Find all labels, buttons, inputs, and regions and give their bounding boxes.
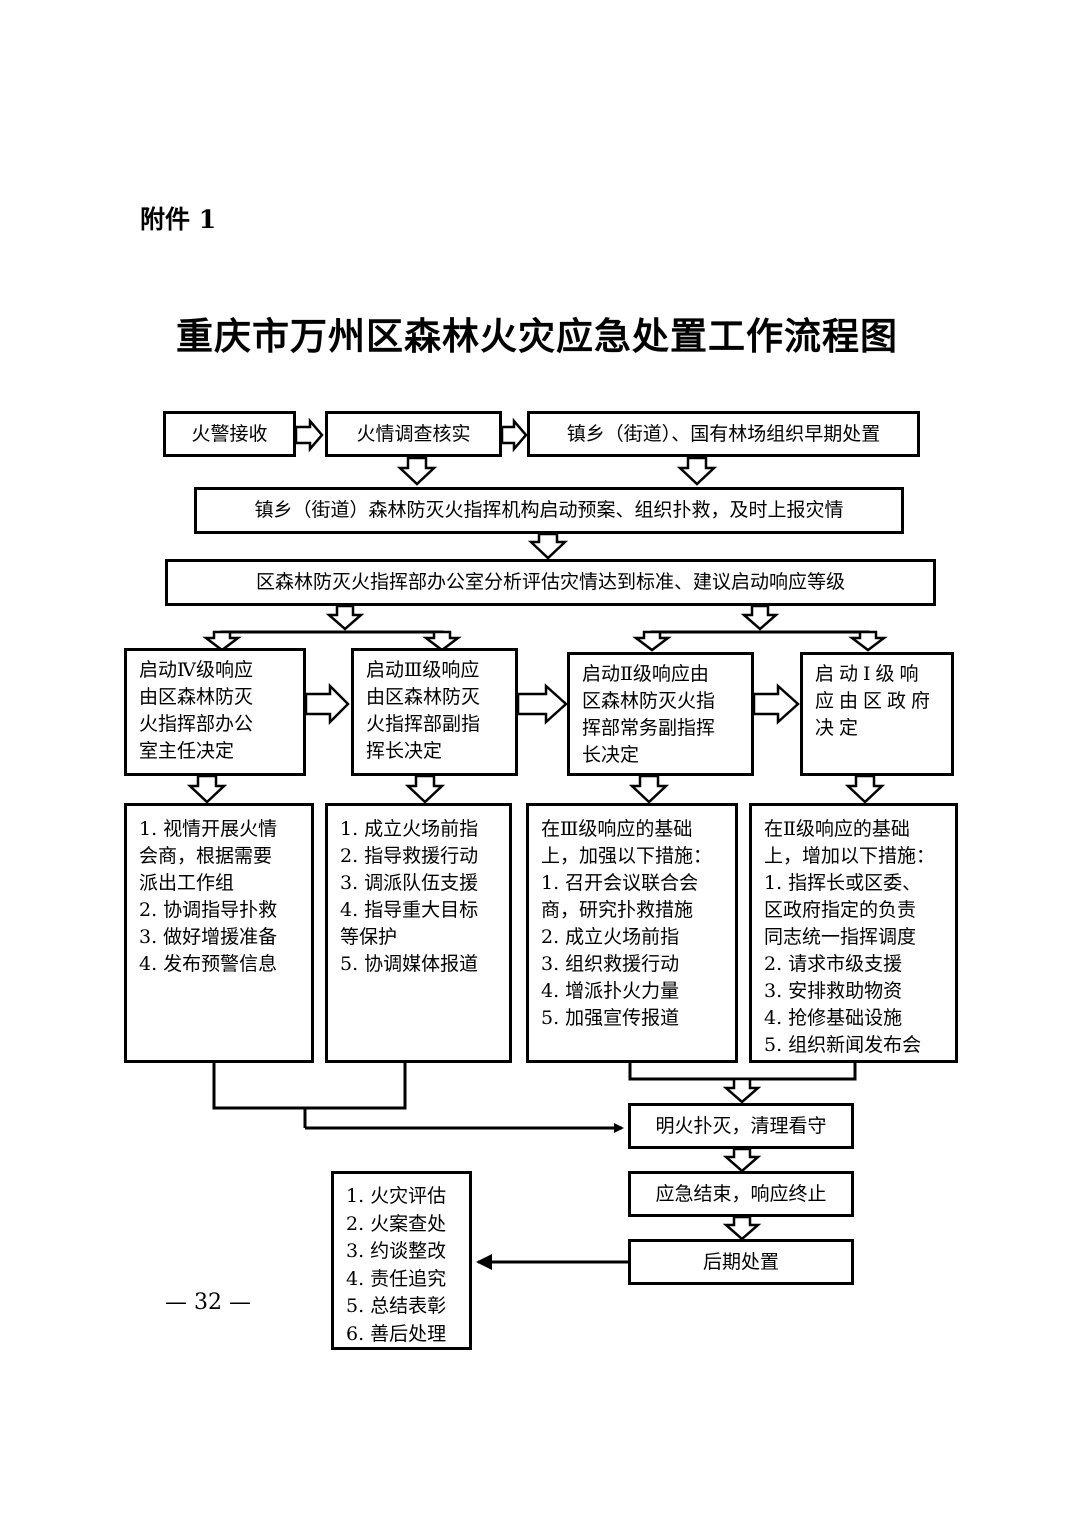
arrow-down-icon <box>628 774 670 804</box>
level-3-box: 启动Ⅲ级响应 由区森林防灭 火指挥部副指 挥长决定 <box>351 648 518 776</box>
arrow-down-icon <box>722 1215 762 1241</box>
arrow-right-icon <box>752 683 800 725</box>
end-response-box: 应急结束，响应终止 <box>628 1171 854 1217</box>
arrow-down-icon <box>676 456 718 486</box>
fire-alarm-received-box: 火警接收 <box>163 411 296 457</box>
town-response-box: 镇乡（街道）森林防灭火指挥机构启动预案、组织扑救，及时上报灾情 <box>194 487 904 534</box>
page-title: 重庆市万州区森林火灾应急处置工作流程图 <box>176 314 898 358</box>
arrow-down-icon <box>325 604 365 631</box>
level-3-measures: 1. 成立火场前指 2. 指导救援行动 3. 调派队伍支援 4. 指导重大目标 … <box>325 803 512 1063</box>
arrow-down-icon <box>422 630 462 652</box>
arrow-down-icon <box>396 456 438 486</box>
level-2-box: 启动Ⅱ级响应由 区森林防灭火指 挥部常务副指挥 长决定 <box>567 652 754 776</box>
arrow-right-icon <box>500 417 528 453</box>
aftermath-items-box: 1. 火灾评估 2. 火案查处 3. 约谈整改 4. 责任追究 5. 总结表彰 … <box>331 1171 472 1350</box>
level-4-box: 启动Ⅳ级响应 由区森林防灭 火指挥部办公 室主任决定 <box>124 648 306 776</box>
arrow-down-icon <box>722 1077 762 1104</box>
arrow-down-icon <box>740 604 780 631</box>
attachment-label: 附件 1 <box>140 205 217 234</box>
level-1-measures: 在Ⅱ级响应的基础 上，增加以下措施： 1. 指挥长或区委、 区政府指定的负责 同… <box>749 803 958 1063</box>
level-4-measures: 1. 视情开展火情 会商，根据需要 派出工作组 2. 协调指导扑救 3. 做好增… <box>124 803 314 1063</box>
arrow-down-icon <box>632 630 672 652</box>
arrow-down-icon <box>722 1147 762 1173</box>
arrow-right-icon <box>516 683 568 725</box>
early-disposal-box: 镇乡（街道）、国有林场组织早期处置 <box>527 411 920 457</box>
level-1-box: 启动Ⅰ级响 应由区政府 决定 <box>800 652 954 776</box>
arrow-right-icon <box>304 682 350 726</box>
arrow-down-icon <box>844 774 886 804</box>
arrow-down-icon <box>202 630 242 652</box>
district-office-box: 区森林防灭火指挥部办公室分析评估灾情达到标准、建议启动响应等级 <box>165 559 936 606</box>
extinguish-box: 明火扑灭，清理看守 <box>628 1103 854 1149</box>
aftermath-box: 后期处置 <box>628 1239 854 1285</box>
page-number: — 32 — <box>165 1290 251 1315</box>
fire-verification-box: 火情调查核实 <box>325 411 502 457</box>
arrow-right-icon <box>294 417 324 453</box>
arrow-down-icon <box>848 630 888 652</box>
arrow-down-icon <box>404 774 446 804</box>
arrow-down-icon <box>527 532 569 560</box>
arrow-left-icon <box>476 1254 492 1270</box>
arrow-down-icon <box>186 774 228 804</box>
level-2-measures: 在Ⅲ级响应的基础 上，加强以下措施： 1. 召开会议联合会 商，研究扑救措施 2… <box>526 803 738 1063</box>
